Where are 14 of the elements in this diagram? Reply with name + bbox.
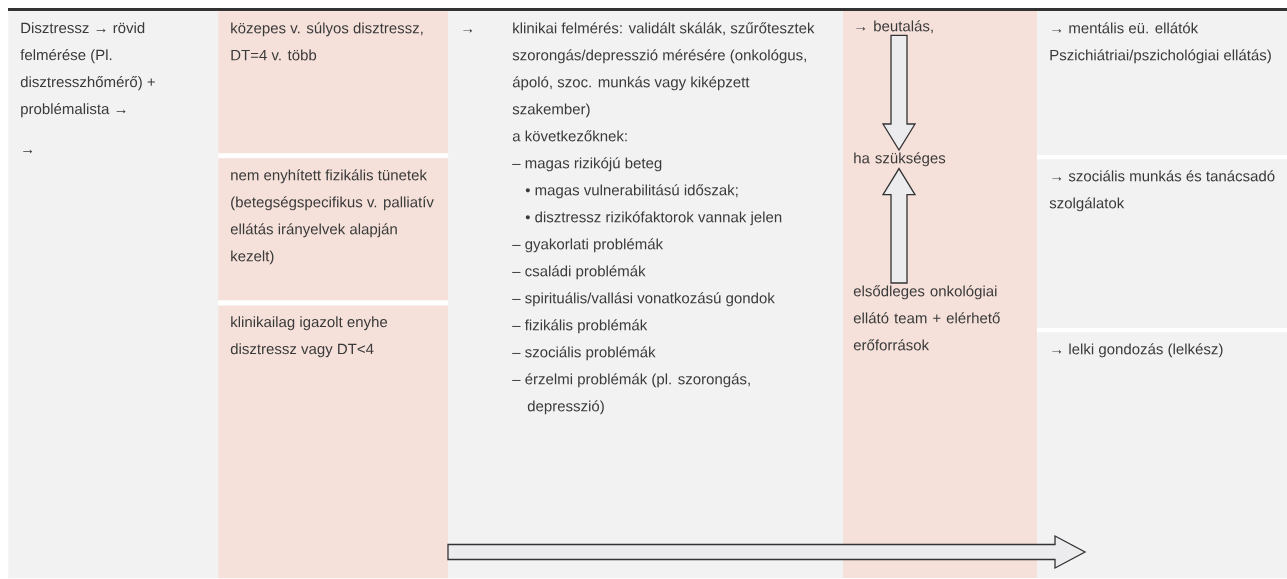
table-cell: klinikailag igazolt enyhe disztressz vagy DT<4 bbox=[218, 305, 449, 579]
block-arrow bbox=[447, 534, 1087, 570]
block-arrow bbox=[881, 167, 917, 284]
table-cell: nem enyhített fizikális tünetek (betegségspecifikus v. palliatív ellátás irányelvek alapján kezelt) bbox=[218, 158, 449, 301]
table-cell: közepes v. súlyos disztressz, DT=4 v. több bbox=[218, 11, 449, 154]
table-cell: → lelki gondozás (lelkész) bbox=[1037, 332, 1287, 579]
table-cell: Disztressz → rövid felmérése (Pl. disztresszhőmérő) + problémalista → → bbox=[8, 11, 219, 579]
table-cell: → szociális munkás és tanácsadó szolgálatok bbox=[1037, 159, 1287, 329]
table-cell: → klinikai felmérés: validált skálák, szűrőtesztek szorongás/depresszió mérésére (onkológus, ápoló, szoc. munkás vagy kiképzett szakember) a következőknek: – magas rizikójú beteg • magas vulnerabilitású időszak; • disztressz rizikófaktorok vannak jelen – gyakorlati problémák – családi problémák – spirituális/vallási vonatkozású gondok – fizikális problémák – szociális problémák – érzelmi problémák (pl. szorongás, depresszió) bbox=[448, 11, 844, 579]
table-cell: → mentális eü. ellátók Pszichiátriai/pszichológiai ellátás) bbox=[1037, 11, 1287, 156]
block-arrow bbox=[881, 34, 917, 152]
step-text: elsődleges onkológiai ellátó team + elérhető erőforrások bbox=[853, 285, 1000, 351]
step-text: ha szükséges bbox=[854, 152, 946, 167]
step-text: → beutalás, bbox=[856, 20, 933, 34]
